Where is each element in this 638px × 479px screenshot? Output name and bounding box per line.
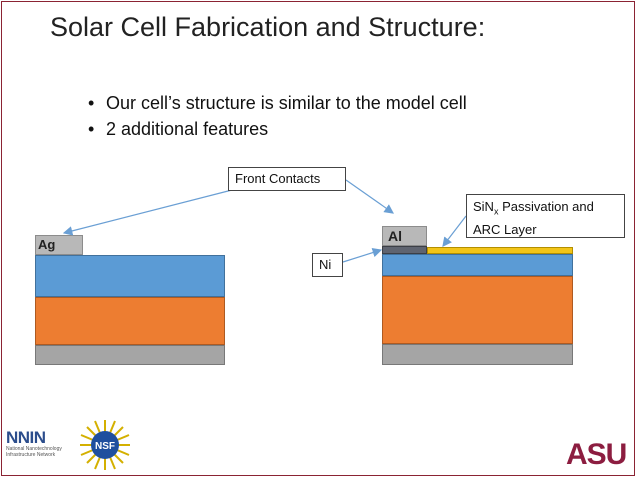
bullet-item: •2 additional features [88,119,269,139]
nnin-logo: NNIN National Nanotechnology Infrastruct… [6,428,68,468]
sinx-arc-layer [427,247,573,254]
nnin-logo-subtext: National Nanotechnology Infrastructure N… [6,446,62,458]
sinx-arc-callout: SiNx Passivation and ARC Layer [466,194,625,238]
front-contacts-callout: Front Contacts [228,167,346,191]
ni-callout: Ni [312,253,343,277]
sinx-line: SiNx Passivation and [473,199,594,217]
ni-layer [382,246,427,254]
arc-line: ARC Layer [473,221,537,237]
al-label: Al [388,228,402,244]
slide-title: Solar Cell Fabrication and Structure: [50,12,486,42]
bullet-item: •Our cell’s structure is similar to the … [88,93,467,113]
asu-logo: ASU [566,438,627,471]
right-back-layer [382,344,573,365]
ag-label: Ag [38,237,56,252]
al-contact [382,226,427,246]
bullet-text: 2 additional features [106,119,269,139]
left-back-layer [35,345,225,365]
nsf-logo: NSF [80,420,130,470]
left-emitter-layer [35,255,225,297]
left-base-layer [35,297,225,345]
bullet-text: Our cell’s structure is similar to the m… [106,93,467,113]
right-base-layer [382,276,573,344]
right-emitter-layer [382,254,573,276]
bullet-list: •Our cell’s structure is similar to the … [88,93,467,145]
sinx-subscript: x [493,206,499,217]
nsf-logo-text: NSF [95,441,115,452]
ag-contact [35,235,83,255]
nnin-logo-text: NNIN [6,428,46,447]
